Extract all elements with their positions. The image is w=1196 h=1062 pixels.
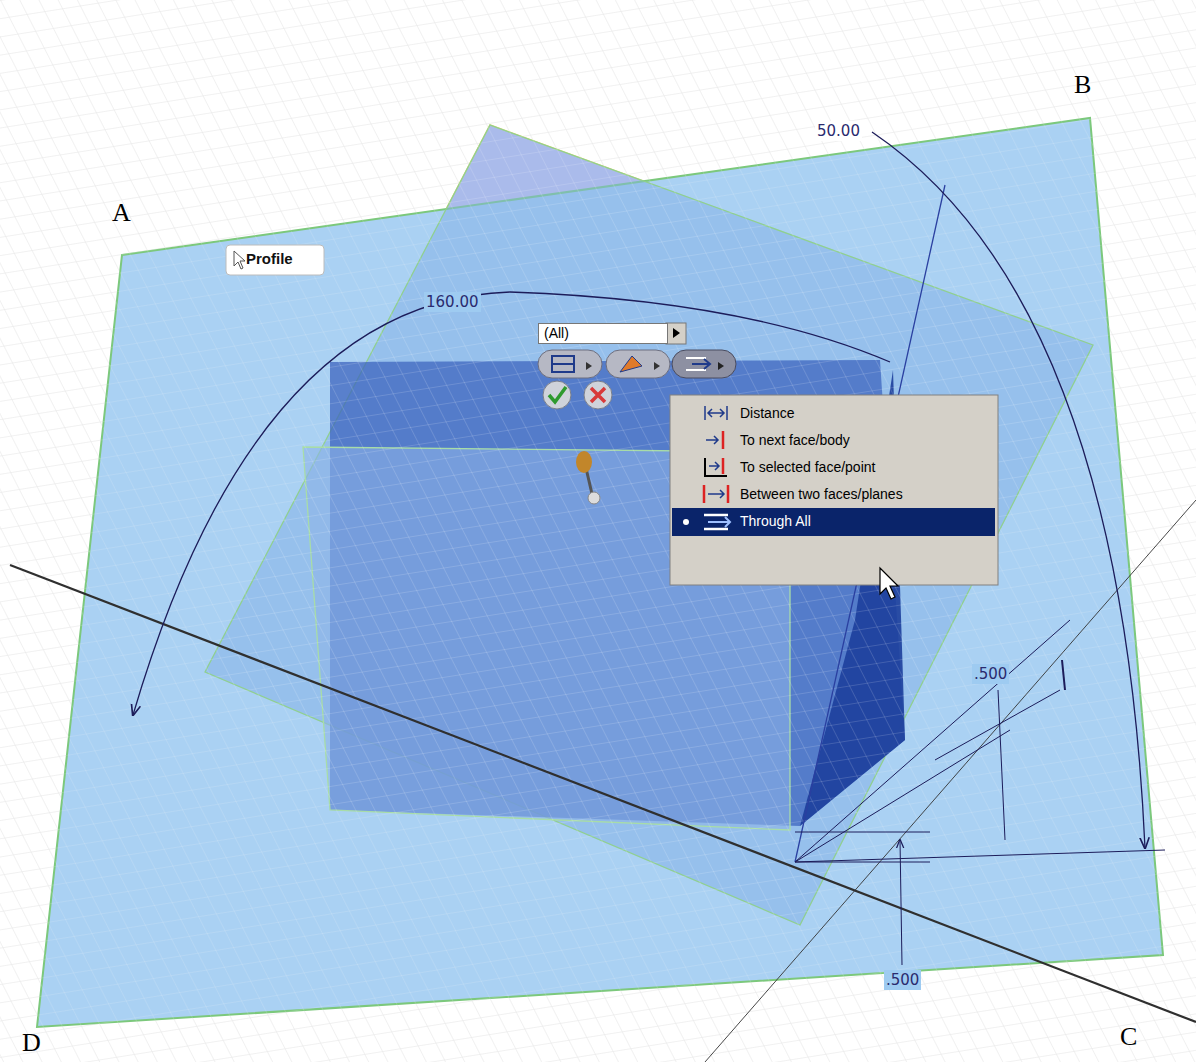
ui-text: (All) bbox=[539, 324, 667, 343]
dropdown-box: (All) bbox=[538, 323, 668, 344]
context-menu: DistanceTo next face/bodyTo selected fac… bbox=[670, 400, 998, 535]
dimension-value: 50.00 bbox=[815, 121, 862, 141]
corner-letter: C bbox=[1120, 1022, 1137, 1052]
menu-item: Between two faces/planes bbox=[670, 481, 998, 508]
dimension-value: .500 bbox=[884, 970, 921, 990]
ui-text: Profile bbox=[246, 247, 324, 271]
menu-item: Through All bbox=[670, 508, 998, 535]
dimension-value: 160.00 bbox=[424, 292, 481, 312]
tooltip-label: Profile bbox=[246, 247, 324, 271]
corner-letter: A bbox=[112, 198, 131, 228]
menu-item: To next face/body bbox=[670, 427, 998, 454]
dimension-value: .500 bbox=[972, 664, 1009, 684]
menu-item: Distance bbox=[670, 400, 998, 427]
menu-item: To selected face/point bbox=[670, 454, 998, 481]
corner-letter: B bbox=[1074, 70, 1091, 100]
corner-letter: D bbox=[22, 1028, 41, 1058]
